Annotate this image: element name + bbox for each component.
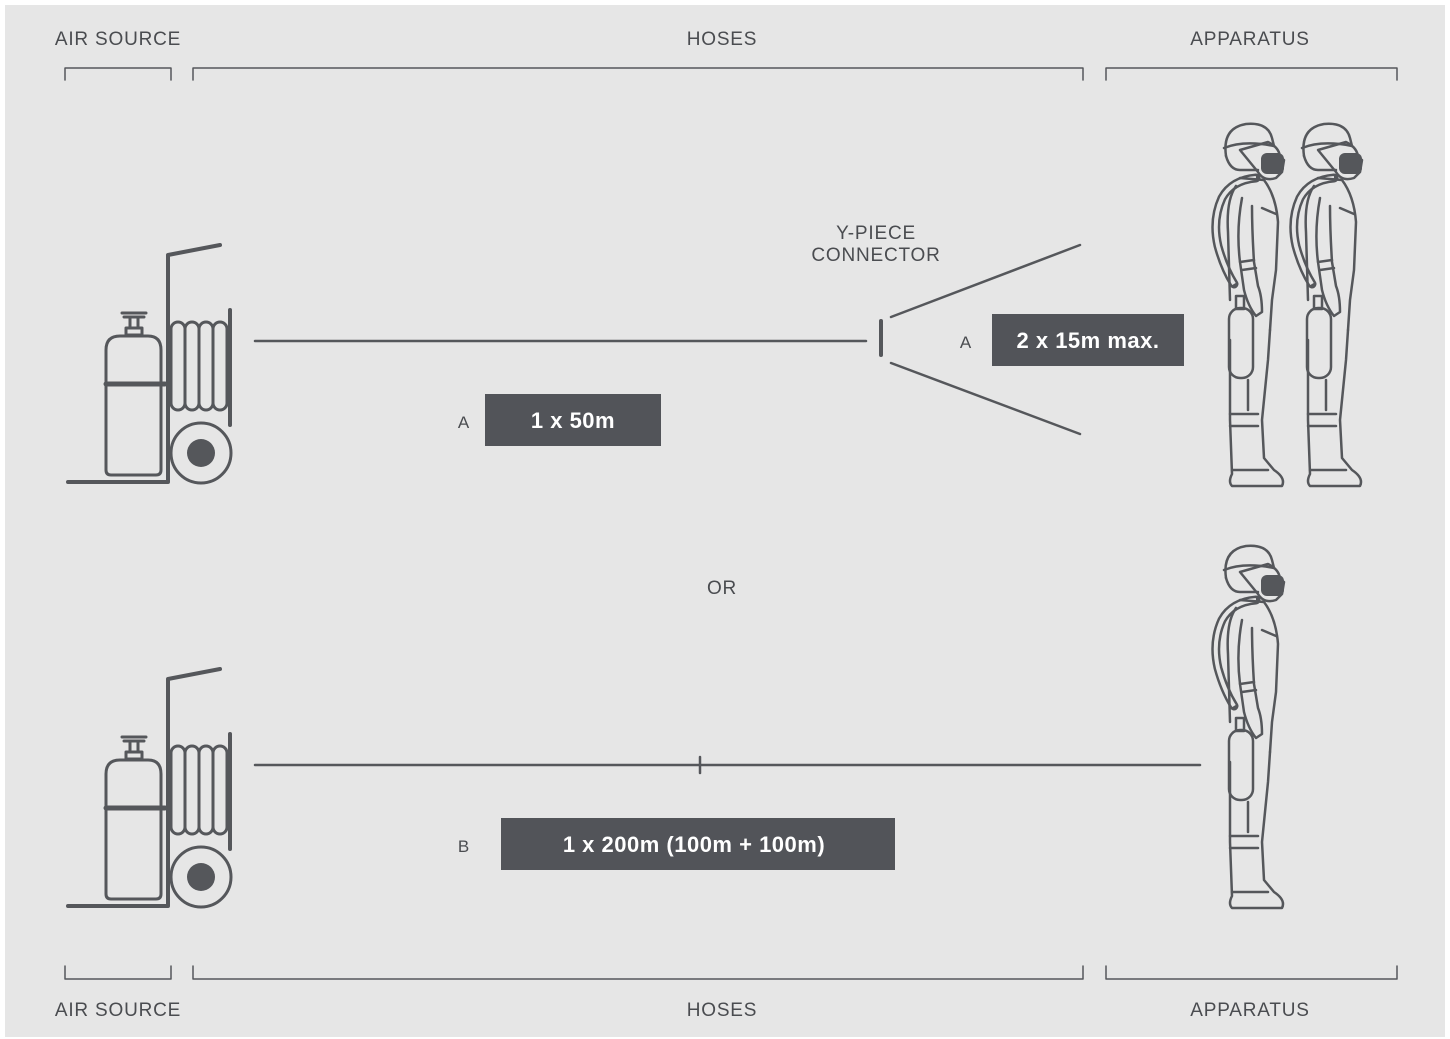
apparatus-wearer-2 — [1294, 124, 1362, 486]
branch-hose-lower — [889, 361, 1082, 436]
header-air-source-bottom: AIR SOURCE — [55, 1000, 181, 1021]
air-source-trolley-b — [68, 669, 231, 907]
hose-length-badge-b — [501, 818, 895, 870]
bracket-apparatus-top — [1105, 67, 1398, 81]
bracket-apparatus-bottom — [1105, 965, 1398, 980]
apparatus-wearer-1 — [1216, 124, 1284, 486]
connector-label-line1: Y-PIECE — [836, 223, 916, 244]
air-source-trolley-a — [68, 245, 231, 483]
header-apparatus-bottom: APPARATUS — [1190, 1000, 1309, 1021]
bracket-air-source-bottom — [64, 965, 172, 980]
bracket-hoses-top — [192, 67, 1084, 81]
option-a-main-marker: A — [458, 413, 470, 432]
hose-length-b-text: 1 x 200m (100m + 100m) — [563, 832, 825, 857]
header-hoses-top: HOSES — [687, 29, 758, 50]
apparatus-wearer-b — [1216, 546, 1284, 908]
or-separator: OR — [707, 578, 737, 599]
branch-length-badge-a — [992, 314, 1184, 366]
hose-length-a-text: 1 x 50m — [531, 408, 615, 433]
branch-length-a-text: 2 x 15m max. — [1017, 328, 1160, 353]
header-hoses-bottom: HOSES — [687, 1000, 758, 1021]
header-apparatus-top: APPARATUS — [1190, 29, 1309, 50]
header-air-source-top: AIR SOURCE — [55, 29, 181, 50]
connector-label-line2: CONNECTOR — [811, 245, 940, 266]
bracket-hoses-bottom — [192, 965, 1084, 980]
branch-hose-upper — [889, 243, 1082, 319]
option-a-branch-marker: A — [960, 333, 972, 352]
hose-length-badge-a — [485, 394, 661, 446]
option-b-marker: B — [458, 837, 470, 856]
bracket-air-source-top — [64, 67, 172, 81]
